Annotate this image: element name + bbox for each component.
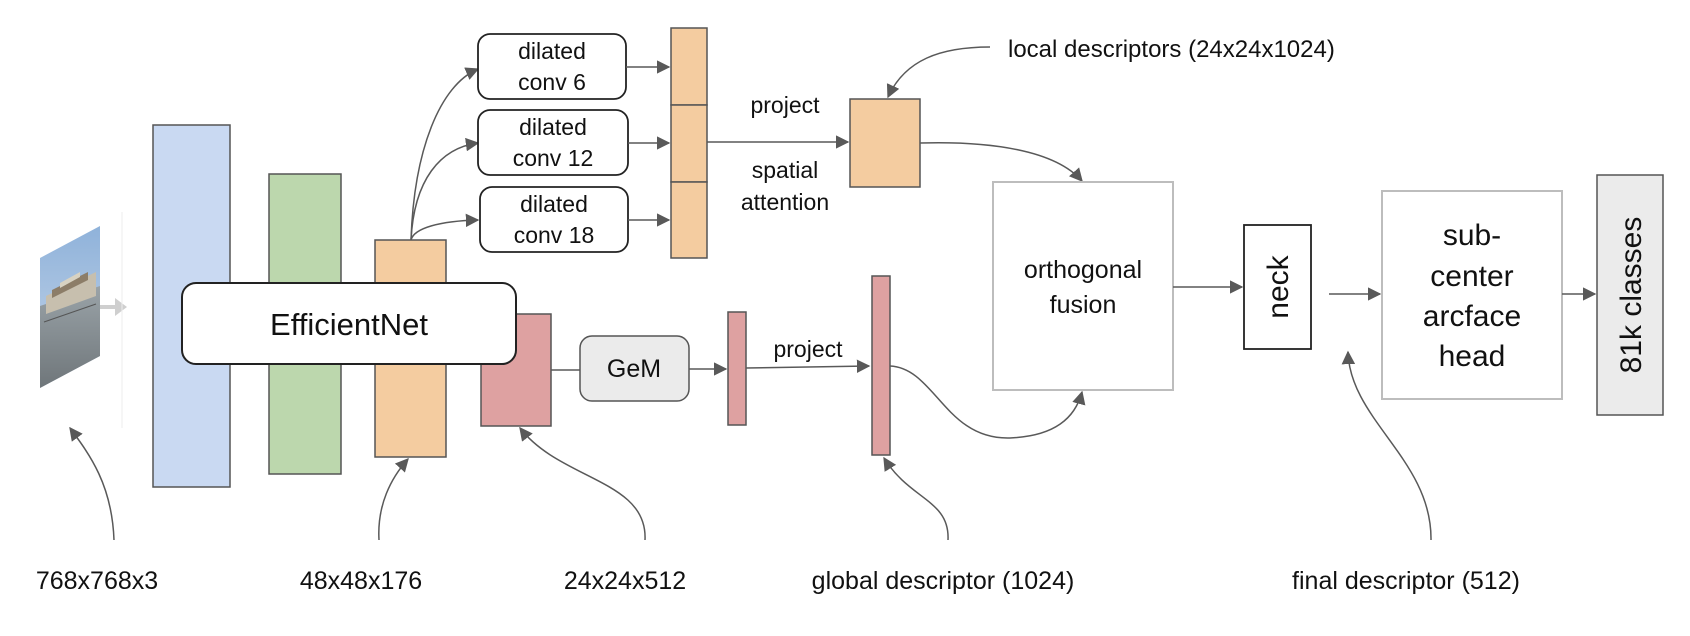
dilated-conv-6-line2: conv 6 <box>518 69 586 95</box>
final-feature-size-label: 24x24x512 <box>564 567 686 595</box>
concat-stack <box>670 27 708 259</box>
arrow-local-descriptors-callout <box>886 46 991 99</box>
dilated-conv-18-line2: conv 18 <box>514 222 595 248</box>
dilated-conv-18: dilated conv 18 <box>479 186 629 253</box>
dilated-conv-18-line1: dilated <box>520 191 588 217</box>
fusion-line1: orthogonal <box>1024 256 1142 284</box>
arrow-to-dilated-6 <box>410 67 480 241</box>
callout-arrow-input <box>69 426 115 541</box>
efficientnet-label: EfficientNet <box>270 307 428 342</box>
local-descriptors-label: local descriptors (24x24x1024) <box>1008 36 1335 63</box>
head-line3: arcface <box>1423 300 1521 333</box>
photo-thumbnail-icon <box>40 226 100 388</box>
input-arrow-head <box>115 298 127 316</box>
dilated-conv-6: dilated conv 6 <box>477 33 627 100</box>
efficientnet-box <box>181 282 517 365</box>
callout-arrow-final-feature <box>519 426 646 541</box>
classes-box <box>1596 174 1664 416</box>
head-line4: head <box>1439 340 1506 373</box>
dilated-conv-12-line2: conv 12 <box>513 145 594 171</box>
local-project-label: project <box>750 92 820 118</box>
callout-arrow-mid-feature <box>378 457 409 541</box>
global-descriptor-vector <box>871 275 891 456</box>
classes-label: 81k classes <box>1615 217 1648 374</box>
orthogonal-fusion-box <box>992 181 1174 391</box>
input-image <box>40 212 127 428</box>
spatial-attention-line1: spatial <box>752 157 818 183</box>
arrow-to-dilated-12 <box>410 137 480 241</box>
callout-arrow-final-descriptor <box>1341 350 1432 541</box>
arrow-global-to-fusion <box>889 365 1086 439</box>
global-descriptor-label: global descriptor (1024) <box>812 567 1075 595</box>
final-descriptor-label: final descriptor (512) <box>1292 567 1520 595</box>
arrow-local-to-fusion <box>919 141 1083 183</box>
head-line1: sub- <box>1443 219 1501 252</box>
callout-arrow-global-descriptor <box>883 456 949 541</box>
global-project-label: project <box>773 336 843 362</box>
input-size-label: 768x768x3 <box>36 567 158 595</box>
dilated-conv-12-line1: dilated <box>519 114 587 140</box>
neck-label: neck <box>1262 254 1295 318</box>
head-line2: center <box>1430 260 1513 293</box>
local-descriptor-block <box>849 98 921 188</box>
neck-box <box>1243 224 1312 350</box>
dilated-conv-12: dilated conv 12 <box>477 109 629 176</box>
pooled-vector <box>727 311 747 426</box>
arrow-to-dilated-18 <box>410 213 480 241</box>
dilated-conv-6-line1: dilated <box>518 38 586 64</box>
arrow-project-global <box>745 359 871 373</box>
arcface-head-box <box>1381 190 1563 400</box>
spatial-attention-line2: attention <box>741 189 829 215</box>
mid-feature-size-label: 48x48x176 <box>300 567 422 595</box>
fusion-line2: fusion <box>1050 291 1117 319</box>
gem-label: GeM <box>607 355 661 383</box>
